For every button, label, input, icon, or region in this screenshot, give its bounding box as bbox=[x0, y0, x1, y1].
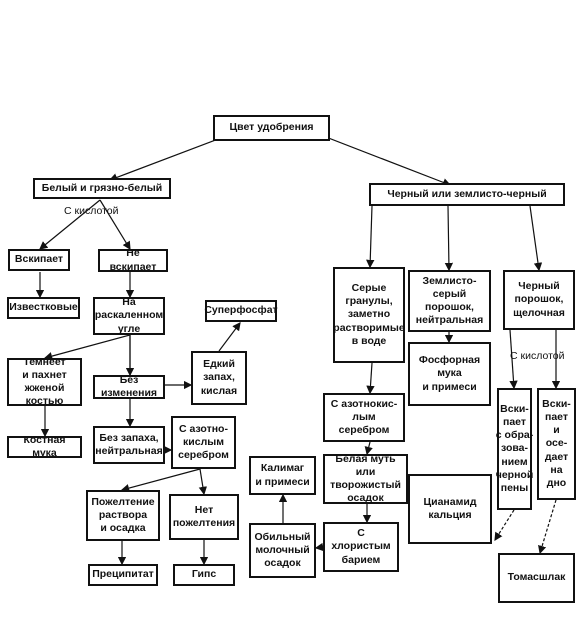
phosphate-flour-node: Фосфорная мука и примеси bbox=[408, 342, 491, 406]
connector-arrow-6 bbox=[43, 334, 131, 361]
connector-arrow-3 bbox=[99, 199, 131, 251]
thomas-slag-node: Томасшлак bbox=[498, 553, 575, 603]
connector-arrow-24 bbox=[364, 441, 373, 456]
connector-arrow-29 bbox=[538, 499, 557, 555]
white-color-node: Белый и грязно-белый bbox=[33, 178, 171, 199]
connector-arrow-26 bbox=[314, 542, 324, 552]
connector-arrow-2 bbox=[39, 199, 101, 250]
kalimag-node: Калимаг и примеси bbox=[249, 456, 316, 495]
with-acid-label-right: С кислотой bbox=[510, 350, 565, 362]
superphosphate-node: Суперфосфат bbox=[204, 300, 278, 322]
connector-arrow-22 bbox=[509, 329, 518, 390]
silver-nitrate-test-right-node: С азотнокис- лым серебром bbox=[323, 393, 405, 442]
with-acid-label-left: С кислотой bbox=[64, 205, 119, 217]
no-effervesce-node: Не вскипает bbox=[98, 247, 168, 273]
no-yellowing-node: Нет пожелтения bbox=[169, 494, 239, 540]
bone-meal-node: Костная мука bbox=[7, 434, 82, 459]
limestone-node: Известковые bbox=[7, 297, 80, 319]
connector-arrow-20 bbox=[366, 362, 375, 395]
silver-nitrate-test-left-node: С азотно- кислым серебром bbox=[171, 416, 236, 469]
connector-arrow-18 bbox=[444, 205, 454, 272]
precipitate-node: Преципитат bbox=[88, 564, 158, 586]
no-change-node: Без изменения bbox=[93, 374, 165, 399]
connector-arrow-19 bbox=[529, 205, 543, 272]
black-powder-node: Черный порошок, щелочная bbox=[503, 270, 575, 330]
effervesces-settles-node: Вски- пает и осе- дает на дно bbox=[537, 388, 576, 500]
root-node: Цвет удобрения bbox=[213, 115, 330, 141]
earthy-grey-powder-node: Землисто-серый порошок, нейтральная bbox=[408, 270, 491, 332]
connector-arrow-14 bbox=[198, 468, 208, 496]
hot-coal-node: На раскаленном угле bbox=[93, 296, 165, 335]
grey-granules-node: Серые гранулы, заметно растворимые в вод… bbox=[333, 267, 405, 363]
milky-precipitate-node: Обильный молочный осадок bbox=[249, 523, 316, 578]
effervesces-black-foam-node: Вски- пает с обра- зова- нием черной пен… bbox=[496, 388, 533, 510]
no-smell-node: Без запаха, нейтральная bbox=[93, 426, 165, 464]
connector-arrow-28 bbox=[494, 509, 515, 542]
darkens-node: Темнеет и пахнет жженой костью bbox=[7, 356, 82, 407]
calcium-cyanamide-node: Цианамид кальция bbox=[408, 474, 492, 544]
black-color-node: Черный или землисто-черный bbox=[369, 183, 565, 206]
white-turbidity-node: Белая муть или творожистый осадок bbox=[323, 453, 408, 504]
connector-arrow-13 bbox=[120, 468, 201, 493]
effervesces-node: Вскипает bbox=[8, 249, 70, 271]
pungent-acidic-node: Едкий запах, кислая bbox=[191, 351, 247, 405]
connector-arrow-10 bbox=[218, 322, 241, 352]
connector-arrow-17 bbox=[366, 205, 375, 269]
gypsum-node: Гипс bbox=[173, 564, 235, 586]
yellowing-node: Пожелтение раствора и осадка bbox=[86, 490, 160, 541]
barium-chloride-test-node: С хлористым барием bbox=[323, 522, 399, 572]
